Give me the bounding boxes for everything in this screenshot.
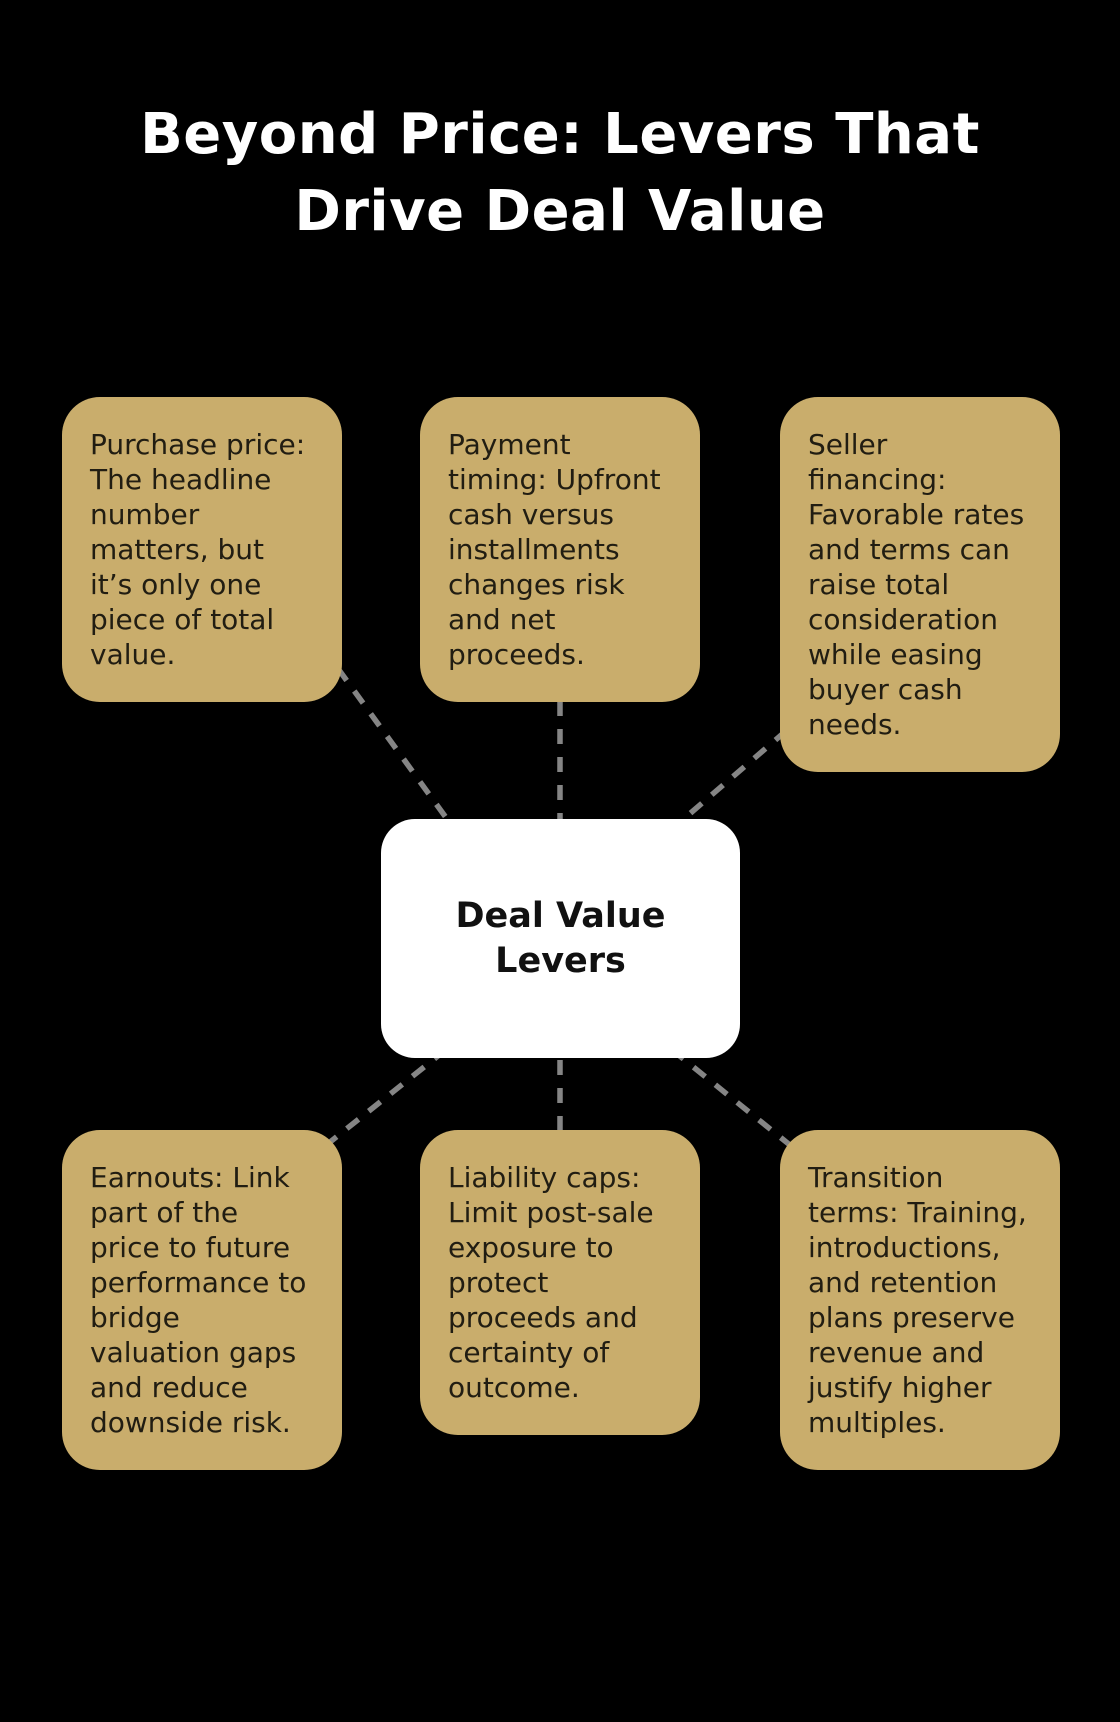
- connector-purchase-price-to-center: [302, 621, 471, 850]
- node-payment-timing: Payment timing: Upfront cash versus inst…: [420, 397, 700, 702]
- node-earnouts: Earnouts: Link part of the price to futu…: [62, 1130, 342, 1470]
- page-title: Beyond Price: Levers That Drive Deal Val…: [140, 102, 980, 245]
- node-purchase-price: Purchase price: The headline number matt…: [62, 397, 342, 702]
- node-seller-financing: Seller financing: Favorable rates and te…: [780, 397, 1060, 772]
- node-transition-terms: Transition terms: Training, introduction…: [780, 1130, 1060, 1470]
- center-node-deal-value-levers: Deal Value Levers: [381, 819, 740, 1058]
- node-liability-caps: Liability caps: Limit post-sale exposure…: [420, 1130, 700, 1435]
